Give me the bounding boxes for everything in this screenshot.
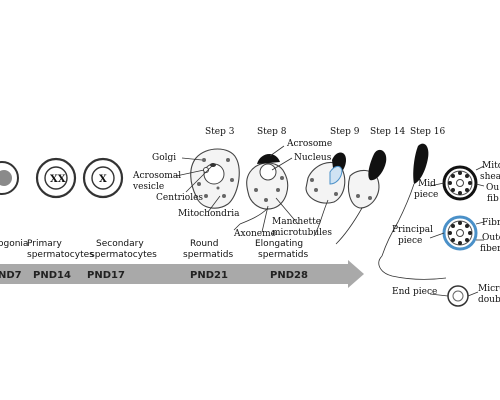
mito-label-1: Mito xyxy=(482,161,500,171)
principal-label-2: piece xyxy=(398,236,422,246)
cross-section-principal xyxy=(442,215,478,251)
pnd28-label: PND28 xyxy=(270,270,308,281)
endpiece-label: End piece xyxy=(392,287,437,297)
midpiece-label-2: piece xyxy=(414,190,438,200)
mitochondria-label: Mitochondria xyxy=(178,209,240,219)
micro-label-1: Micro xyxy=(478,284,500,294)
golgi-label: Golgi xyxy=(152,153,176,163)
pnd17-label: PND17 xyxy=(87,270,125,281)
centrioles-label: Centrioles xyxy=(156,193,203,203)
micro-label-2: doubl xyxy=(478,295,500,305)
acrosomal-label-1: Acrosomal xyxy=(132,171,181,181)
step16-label: Step 16 xyxy=(410,127,445,137)
svg-text:X: X xyxy=(99,174,107,185)
round-label-1: Round xyxy=(190,239,218,249)
spermatogonia-cell xyxy=(0,161,19,195)
axoneme-label: Axoneme xyxy=(233,229,276,239)
step14-label: Step 14 xyxy=(370,127,405,137)
pnd7-label: ND7 xyxy=(0,270,22,281)
secondary-spermatocyte-cell: X xyxy=(82,157,124,199)
tail-connector xyxy=(378,255,447,280)
elong-label-2: spermatids xyxy=(258,250,309,260)
spermatid-step8 xyxy=(239,153,289,225)
pnd14-label: PND14 xyxy=(33,270,71,281)
manchette-label-1: Manchette xyxy=(272,217,321,227)
primary-label-2: spermatocytes xyxy=(27,250,94,260)
spermatid-step9 xyxy=(305,152,346,237)
step8-label: Step 8 xyxy=(257,127,287,137)
cross-section-endpiece xyxy=(447,285,469,307)
leader-lines xyxy=(175,145,485,297)
timeline-arrow xyxy=(0,260,364,288)
step9-label: Step 9 xyxy=(330,127,360,137)
outer-fiber-top-label-1: Ou xyxy=(486,183,499,193)
pnd21-label: PND21 xyxy=(190,270,228,281)
step3-label: Step 3 xyxy=(205,127,235,137)
round-spermatid-step3 xyxy=(190,148,240,209)
secondary-label-2: spermatocytes xyxy=(90,250,157,260)
cross-section-midpiece xyxy=(442,165,478,201)
primary-spermatocyte-cell: XX xyxy=(35,157,77,199)
manchette-label-2: microtubules xyxy=(272,228,332,238)
fibrous-label: Fibr xyxy=(482,218,500,228)
elong-label-1: Elongating xyxy=(255,239,303,249)
outer-fiber-top-label-2: fib xyxy=(487,194,499,204)
principal-label-1: Principal xyxy=(392,225,433,235)
round-label-2: spermatids xyxy=(183,250,234,260)
primary-label-1: Primary xyxy=(27,239,62,249)
acrosome-label: Acrosome xyxy=(286,139,332,149)
nucleus-label: Nucleus xyxy=(294,153,332,163)
spermatid-step14 xyxy=(335,149,387,245)
mito-label-2: shea xyxy=(480,172,500,182)
secondary-label-1: Secondary xyxy=(96,239,144,249)
midpiece-label-1: Mid xyxy=(418,179,436,189)
outer-fiber-mid-label-2: fiber xyxy=(480,244,500,254)
spermatogonia-label: ogonia xyxy=(0,239,28,249)
spermatozoon-step16 xyxy=(381,143,429,257)
acrosomal-label-2: vesicle xyxy=(132,182,164,192)
outer-fiber-mid-label-1: Oute xyxy=(482,233,500,243)
svg-text:XX: XX xyxy=(50,174,66,185)
